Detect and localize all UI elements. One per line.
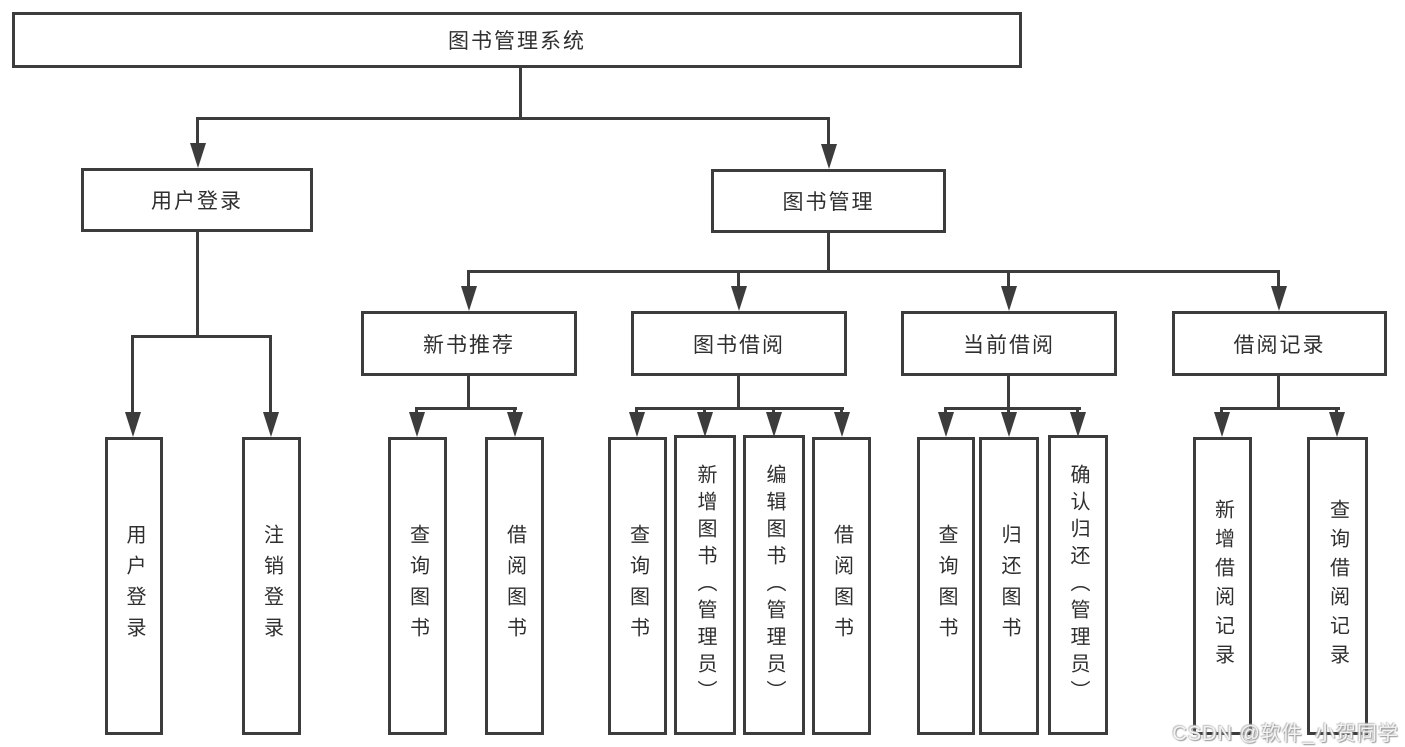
book-borrowing-label: 图书借阅 xyxy=(693,333,785,357)
arrowhead-down-icon xyxy=(1271,286,1287,311)
new-book-recommend-label: 新书推荐 xyxy=(423,333,515,357)
leaf-add-borrow-record-label: 新增借阅记录 xyxy=(1211,499,1234,673)
leaf-return-book-label: 归还图书 xyxy=(998,524,1020,648)
connector-line xyxy=(415,407,517,410)
arrowhead-down-icon xyxy=(125,412,141,437)
arrowhead-down-icon xyxy=(1070,412,1086,437)
arrowhead-down-icon xyxy=(461,286,477,311)
connector-line xyxy=(467,376,470,410)
leaf-user-login-label: 用户登录 xyxy=(123,524,145,648)
connector-line xyxy=(131,335,272,338)
leaf-query-book-current-label: 查询图书 xyxy=(935,524,957,648)
connector-line xyxy=(196,119,199,145)
leaf-add-borrow-record-box: 新增借阅记录 xyxy=(1193,437,1252,735)
arrowhead-down-icon xyxy=(766,412,782,437)
arrowhead-down-icon xyxy=(629,412,645,437)
user-login-module-label: 用户登录 xyxy=(151,190,243,213)
leaf-query-book-current-box: 查询图书 xyxy=(917,437,975,735)
leaf-query-borrow-record-label: 查询借阅记录 xyxy=(1326,499,1349,673)
arrowhead-down-icon xyxy=(263,412,279,437)
connector-line xyxy=(1277,376,1280,410)
leaf-edit-book-admin-box: 编辑图书（管理员） xyxy=(743,435,805,735)
connector-line xyxy=(1277,272,1280,289)
arrowhead-down-icon xyxy=(821,144,837,169)
borrowing-records-box: 借阅记录 xyxy=(1172,311,1387,376)
arrowhead-down-icon xyxy=(834,412,850,437)
connector-line xyxy=(467,272,470,289)
arrowhead-down-icon xyxy=(1001,412,1017,437)
book-management-module-label: 图书管理 xyxy=(782,191,875,214)
current-borrowing-box: 当前借阅 xyxy=(901,311,1117,376)
connector-line xyxy=(519,65,522,120)
leaf-query-book-rec-label: 查询图书 xyxy=(406,524,429,648)
connector-line xyxy=(269,337,272,415)
arrowhead-down-icon xyxy=(507,412,523,437)
leaf-borrow-book-rec-label: 借阅图书 xyxy=(503,524,526,648)
leaf-confirm-return-label: 确认归还（管理员） xyxy=(1067,463,1089,707)
arrowhead-down-icon xyxy=(190,143,206,168)
borrowing-records-label: 借阅记录 xyxy=(1233,333,1326,357)
arrowhead-down-icon xyxy=(938,412,954,437)
user-login-module-box: 用户登录 xyxy=(81,168,313,232)
leaf-edit-book-admin-label: 编辑图书（管理员） xyxy=(763,463,785,707)
root-system-label: 图书管理系统 xyxy=(448,30,586,53)
connector-line xyxy=(196,232,199,338)
leaf-add-book-admin-box: 新增图书（管理员） xyxy=(674,435,736,735)
leaf-logout-box: 注销登录 xyxy=(242,437,301,735)
connector-line xyxy=(635,407,844,410)
arrowhead-down-icon xyxy=(731,286,747,311)
leaf-confirm-return-box: 确认归还（管理员） xyxy=(1048,435,1108,735)
book-management-module-box: 图书管理 xyxy=(711,169,946,233)
leaf-query-borrow-record-box: 查询借阅记录 xyxy=(1307,437,1368,735)
new-book-recommend-box: 新书推荐 xyxy=(361,311,577,376)
connector-line xyxy=(1220,407,1340,410)
leaf-borrow-book-label: 借阅图书 xyxy=(830,524,853,648)
connector-line xyxy=(737,272,740,289)
root-system-box: 图书管理系统 xyxy=(12,12,1022,68)
connector-line xyxy=(196,117,830,120)
csdn-watermark: CSDN @软件_小贺同学 xyxy=(1172,723,1399,745)
book-borrowing-box: 图书借阅 xyxy=(631,311,847,376)
leaf-query-book-borrow-label: 查询图书 xyxy=(626,524,649,648)
arrowhead-down-icon xyxy=(697,412,713,437)
connector-line xyxy=(1007,376,1010,410)
leaf-logout-label: 注销登录 xyxy=(260,524,283,648)
arrowhead-down-icon xyxy=(1329,412,1345,437)
leaf-borrow-book-box: 借阅图书 xyxy=(812,437,871,735)
connector-line xyxy=(944,407,1081,410)
connector-line xyxy=(737,376,740,410)
arrowhead-down-icon xyxy=(409,412,425,437)
arrowhead-down-icon xyxy=(1001,286,1017,311)
connector-line xyxy=(131,337,134,415)
connector-line xyxy=(827,233,830,273)
leaf-query-book-borrow-box: 查询图书 xyxy=(608,437,667,735)
connector-line xyxy=(467,270,1280,273)
arrowhead-down-icon xyxy=(1214,412,1230,437)
leaf-query-book-rec-box: 查询图书 xyxy=(388,437,447,735)
leaf-borrow-book-rec-box: 借阅图书 xyxy=(485,437,544,735)
connector-line xyxy=(1007,272,1010,289)
current-borrowing-label: 当前借阅 xyxy=(963,333,1055,357)
leaf-user-login-box: 用户登录 xyxy=(105,437,163,735)
leaf-return-book-box: 归还图书 xyxy=(979,437,1039,735)
connector-line xyxy=(827,119,830,146)
leaf-add-book-admin-label: 新增图书（管理员） xyxy=(694,463,716,707)
